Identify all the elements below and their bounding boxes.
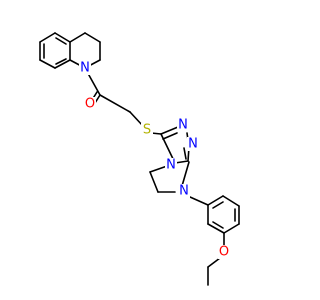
chemical-structure: N O S N N N N O [39,32,240,286]
label-o-carbonyl: O [85,97,95,112]
bond-o-ch2 [207,257,221,268]
atom-n-aryl: N [178,184,190,199]
label-s-thioether: S [143,123,151,138]
benzene-ring-quinoline [39,32,71,69]
phenyl-ring [207,195,240,234]
atom-n-triazole-a: N [177,118,189,133]
label-n-quinoline: N [80,61,90,76]
bond-carbonyl-ch2 [99,94,131,113]
label-n-triazole-a: N [178,118,188,133]
bond-ch2-s [129,111,144,127]
atom-n-quinoline: N [79,61,91,76]
label-n-triazole-b: N [188,137,198,152]
label-n-aryl: N [179,184,189,199]
atom-s-thioether: S [141,123,153,138]
bond-n-aryl [189,196,209,206]
atom-n-triazole-b: N [187,137,199,152]
atom-o-ether: O [218,245,230,260]
atom-o-carbonyl: O [84,97,96,112]
triazole-ring [160,126,190,164]
label-o-ether: O [219,245,229,260]
label-n-ring-fused: N [166,158,176,173]
atom-n-ring-fused: N [165,158,177,173]
